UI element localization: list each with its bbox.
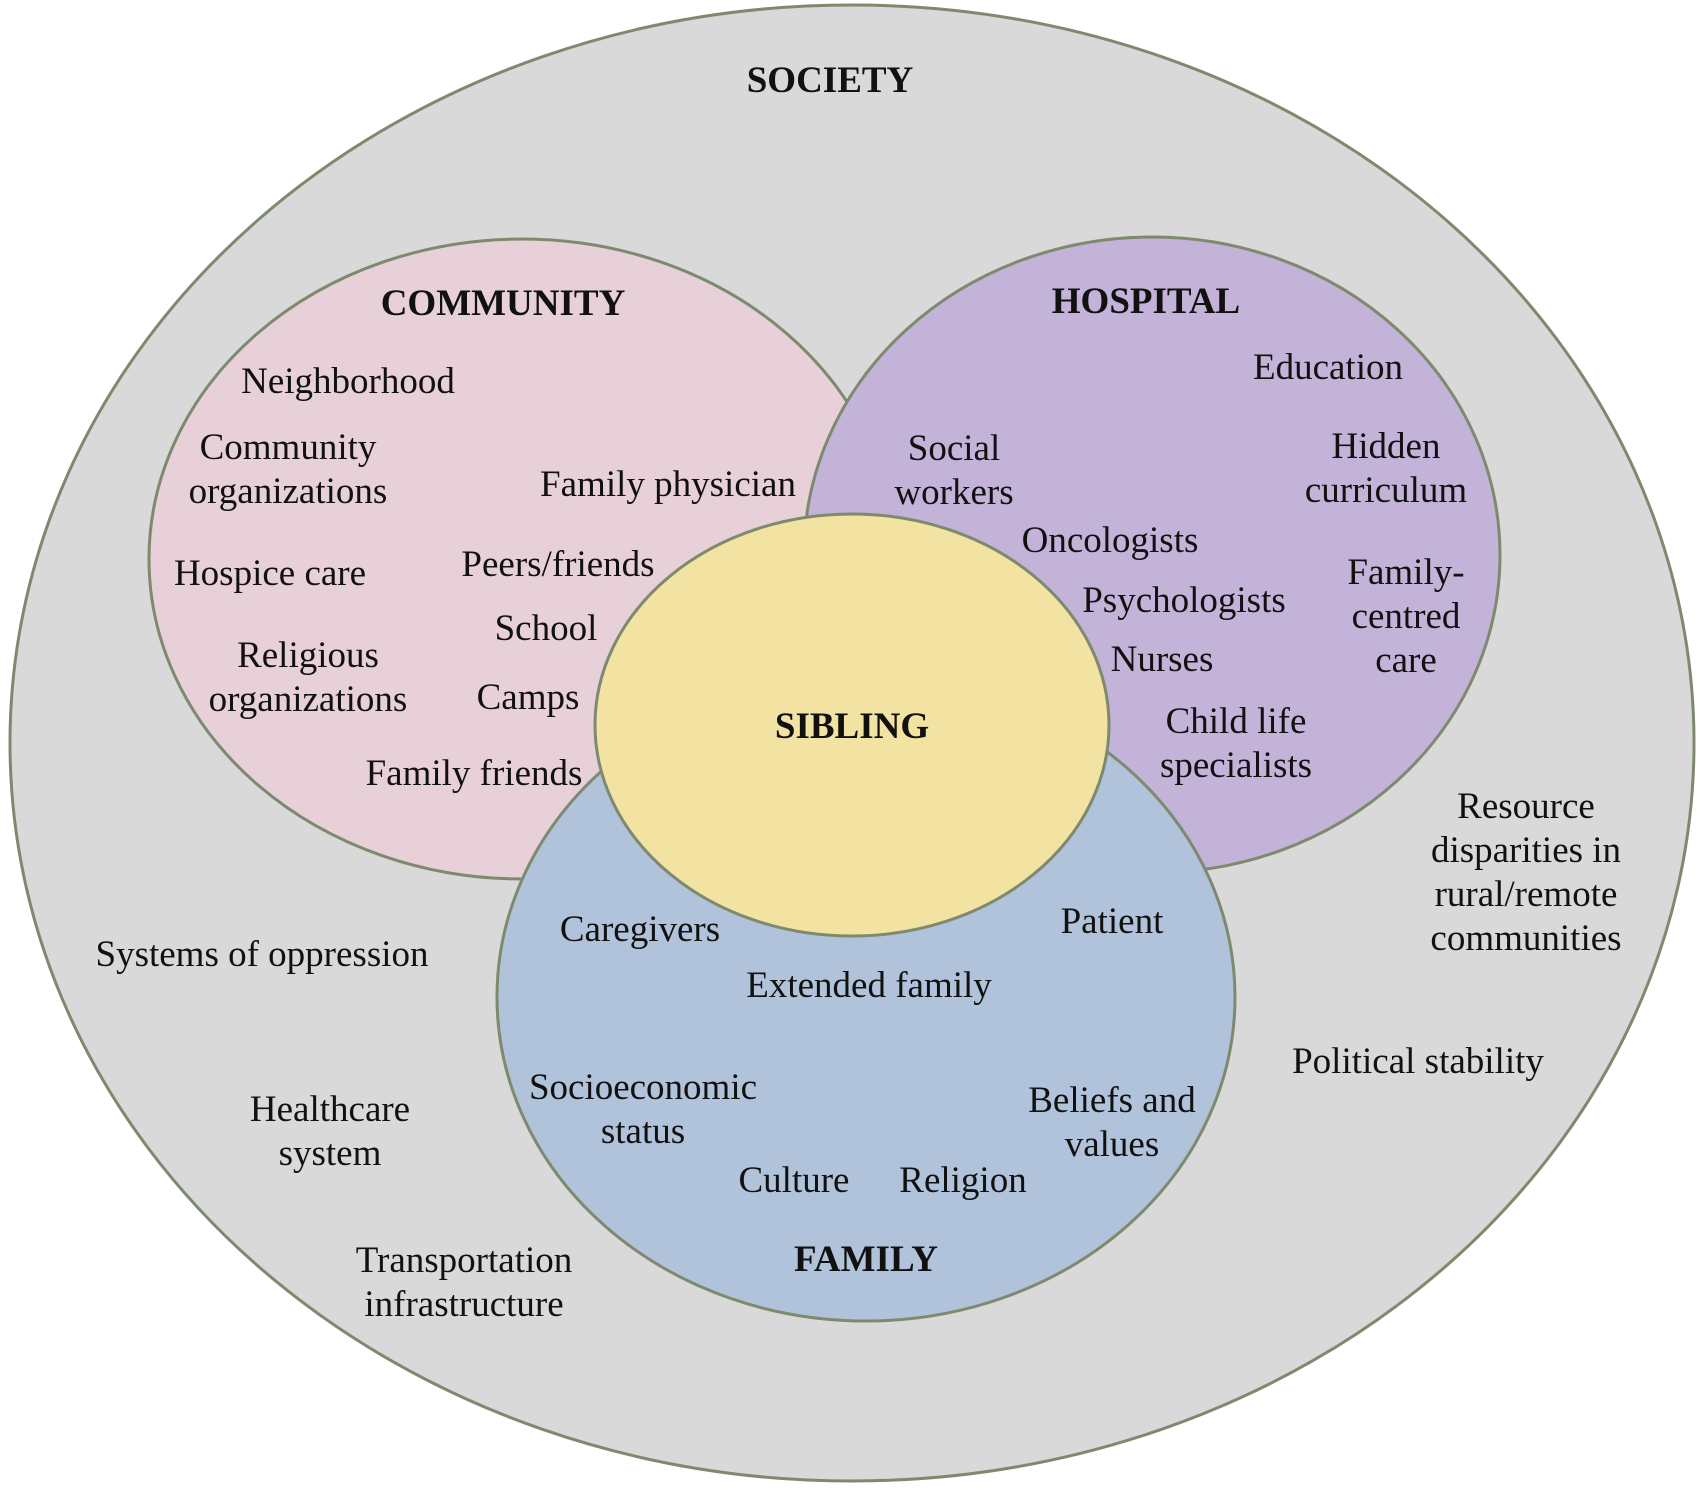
family-item-extended-family: Extended family [746,965,992,1006]
label-line: system [279,1133,382,1174]
label-line: Systems of oppression [96,934,429,975]
label-line: Oncologists [1022,520,1199,561]
society-item-systems-of-oppression: Systems of oppression [96,934,429,975]
label-line: Hospice care [174,553,366,594]
label-line: Socioeconomic [529,1067,757,1108]
label-line: School [495,608,598,649]
community-item-peers-friends: Peers/friends [461,544,654,585]
label-line: centred [1352,596,1461,637]
label-line: Psychologists [1082,580,1286,621]
label-line: Family- [1347,552,1464,593]
label-line: organizations [209,679,408,720]
family-item-patient: Patient [1061,901,1164,942]
label-line: disparities in [1431,830,1621,871]
label-line: Extended family [746,965,992,1006]
label-line: Caregivers [560,909,720,950]
label-line: infrastructure [364,1284,563,1325]
label-line: Religion [899,1160,1026,1201]
hospital-item-oncologists: Oncologists [1022,520,1199,561]
label-line: Political stability [1292,1041,1544,1082]
hospital-item-education: Education [1253,347,1403,388]
hospital-item-psychologists: Psychologists [1082,580,1286,621]
community-item-school: School [495,608,598,649]
community-item-family-physician: Family physician [540,464,796,505]
label-line: Hidden [1332,426,1441,467]
label-line: workers [894,472,1013,513]
sibling-title: SIBLING [775,706,929,747]
community-item-family-friends: Family friends [366,753,583,794]
sibling-circle [593,512,1111,938]
community-item-hospice-care: Hospice care [174,553,366,594]
label-line: Healthcare [250,1089,410,1130]
community-item-neighborhood: Neighborhood [241,361,455,402]
label-line: organizations [189,471,388,512]
community-title: COMMUNITY [381,283,626,324]
label-line: Neighborhood [241,361,455,402]
family-item-religion: Religion [899,1160,1026,1201]
society-title: SOCIETY [747,60,914,101]
label-line: Social [908,428,1000,469]
label-line: status [601,1111,685,1152]
label-line: Transportation [356,1240,573,1281]
label-line: Nurses [1111,639,1214,680]
label-line: curriculum [1305,470,1468,511]
label-line: Peers/friends [461,544,654,585]
label-line: Family physician [540,464,796,505]
label-line: Religious [237,635,379,676]
family-item-culture: Culture [739,1160,850,1201]
hospital-title: HOSPITAL [1052,281,1240,322]
hospital-item-nurses: Nurses [1111,639,1214,680]
label-line: Child life [1166,701,1307,742]
label-line: Patient [1061,901,1164,942]
label-line: specialists [1160,745,1312,786]
label-line: Resource [1457,786,1595,827]
label-line: Community [200,427,377,468]
label-line: Camps [477,677,580,718]
label-line: care [1375,640,1437,681]
label-line: Family friends [366,753,583,794]
family-item-caregivers: Caregivers [560,909,720,950]
label-line: Beliefs and [1028,1080,1196,1121]
label-line: communities [1430,918,1621,959]
community-item-camps: Camps [477,677,580,718]
label-line: values [1065,1124,1160,1165]
label-line: Education [1253,347,1403,388]
label-line: Culture [739,1160,850,1201]
family-title: FAMILY [794,1239,938,1280]
society-item-political-stability: Political stability [1292,1041,1544,1082]
label-line: rural/remote [1435,874,1618,915]
